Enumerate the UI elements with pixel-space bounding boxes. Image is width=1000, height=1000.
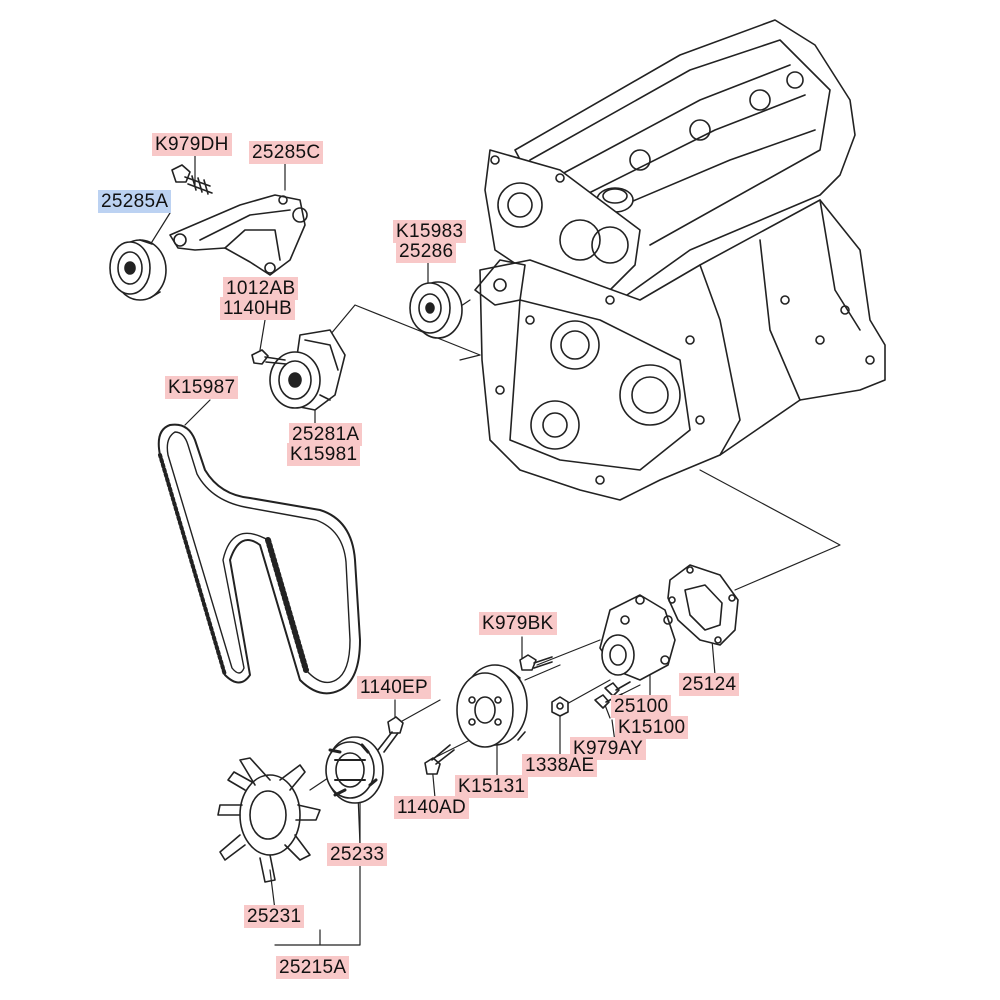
label-25100[interactable]: 25100 — [611, 695, 672, 718]
label-25231[interactable]: 25231 — [244, 905, 305, 928]
label-1338ae[interactable]: 1338AE — [522, 754, 598, 777]
fan-bolts — [377, 716, 455, 775]
label-1140ad[interactable]: 1140AD — [394, 796, 470, 819]
water-pump-pulley — [456, 664, 528, 748]
label-1140ep[interactable]: 1140EP — [357, 676, 432, 699]
label-k979dh[interactable]: K979DH — [152, 133, 232, 156]
label-k15983[interactable]: K15983 — [393, 220, 467, 243]
label-k15987[interactable]: K15987 — [165, 376, 239, 399]
engine-block — [474, 19, 886, 501]
label-1012ab[interactable]: 1012AB — [223, 277, 299, 300]
label-k15981[interactable]: K15981 — [287, 443, 361, 466]
label-25285c[interactable]: 25285C — [249, 141, 324, 164]
label-k15100[interactable]: K15100 — [615, 716, 689, 739]
water-pump-gasket — [667, 564, 739, 646]
label-k15131[interactable]: K15131 — [455, 775, 529, 798]
label-25286[interactable]: 25286 — [396, 240, 457, 263]
water-pump — [519, 594, 676, 717]
label-1140hb[interactable]: 1140HB — [220, 297, 296, 320]
label-25233[interactable]: 25233 — [327, 843, 388, 866]
label-25124[interactable]: 25124 — [679, 673, 740, 696]
label-25215a[interactable]: 25215A — [276, 956, 350, 979]
label-k979ay[interactable]: K979AY — [570, 737, 647, 760]
drive-belt — [157, 423, 361, 695]
belt-tensioner — [251, 329, 346, 411]
idler-pulley-upper — [109, 239, 167, 301]
cooling-fan — [217, 757, 321, 883]
label-25281a[interactable]: 25281A — [289, 423, 363, 446]
label-k979bk[interactable]: K979BK — [479, 612, 557, 635]
fan-clutch — [325, 736, 384, 804]
label-25285a[interactable]: 25285A — [98, 190, 172, 213]
tensioner-bracket — [169, 164, 308, 276]
idler-pulley-lower — [409, 281, 463, 339]
